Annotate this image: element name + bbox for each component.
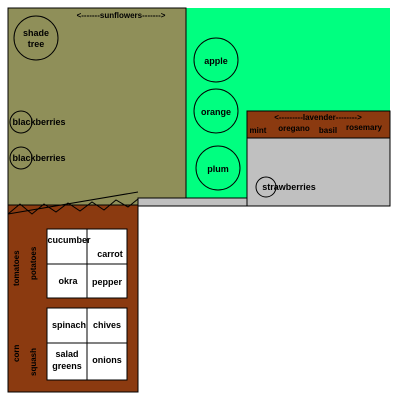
plum-circle [195, 145, 241, 191]
strawberry-area [246, 137, 391, 207]
mint-label: mint [250, 126, 267, 135]
chives-label: chives [93, 320, 121, 330]
onions-label: onions [92, 355, 122, 365]
blackberries-1-circle [9, 110, 33, 134]
orange-circle [193, 88, 239, 134]
strawberries-circle [255, 176, 277, 198]
shade-tree-label-2: tree [28, 39, 45, 49]
potatoes-label: potatoes [29, 246, 38, 280]
cucumber-label: cucumber [47, 235, 91, 245]
path-strip [137, 197, 248, 207]
squash-label: squash [29, 348, 38, 376]
blackberries-2-circle [9, 146, 33, 170]
zigzag-fence [7, 198, 139, 215]
plum-label: plum [207, 164, 229, 174]
shade-tree-circle [13, 15, 59, 61]
strawberries-label: strawberries [262, 182, 316, 192]
basil-label: basil [319, 126, 337, 135]
apple-label: apple [204, 56, 228, 66]
spinach-label: spinach [52, 320, 86, 330]
apple-circle [193, 37, 239, 83]
salad-label: salad [55, 349, 78, 359]
lavender-banner: <---------lavender--------> [274, 113, 362, 122]
oregano-label: oregano [278, 124, 310, 133]
shade-tree-label-1: shade [23, 28, 49, 38]
rosemary-label: rosemary [346, 123, 383, 132]
sunflowers-banner: <-------sunflowers-------> [77, 11, 166, 20]
olive-area [7, 7, 187, 206]
blackberries-1-label: blackberries [12, 117, 65, 127]
greens-label: greens [52, 361, 82, 371]
pepper-label: pepper [92, 277, 123, 287]
okra-label: okra [58, 276, 78, 286]
orange-label: orange [201, 107, 231, 117]
blackberries-2-label: blackberries [12, 153, 65, 163]
corn-label: corn [12, 345, 21, 362]
tomatoes-label: tomatoes [12, 250, 21, 286]
carrot-label: carrot [97, 249, 123, 259]
